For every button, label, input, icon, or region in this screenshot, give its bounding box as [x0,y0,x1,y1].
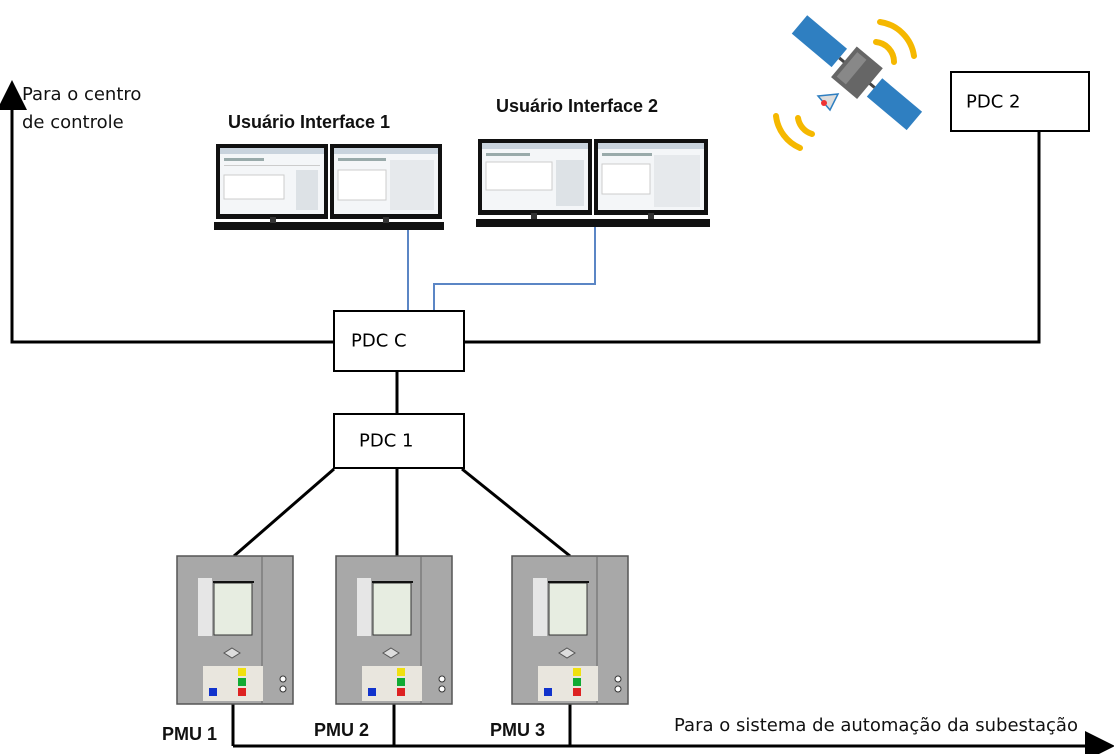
pdc-2-label: PDC 2 [966,91,1021,112]
control-center-label-line-1: Para o centro [22,84,142,105]
pmu-1-label: PMU 1 [162,724,218,744]
monitor-icon [216,144,328,219]
pmu-device-icon [335,555,453,705]
automation-label: Para o sistema de automação da subestaçã… [674,715,1078,736]
link-pdc-1-to-pmu-3 [461,467,571,558]
monitor-icon [594,139,708,215]
monitor-icon [478,139,592,215]
pdc-c-label: PDC C [351,330,407,352]
pmu-device-icon [176,555,294,705]
link-pdc-c-to-control-center [0,80,333,344]
network-link-interface-2 [433,227,596,310]
control-center-label-line-2: de controle [22,112,124,133]
monitor-base-1 [214,222,444,230]
pdc-1-box: PDC 1 [333,413,465,469]
interface-2-label: Usuário Interface 2 [496,96,659,116]
link-pdc-c-to-pdc-2 [465,132,1041,344]
pmu-3-label: PMU 3 [490,720,546,740]
pmu-2-label: PMU 2 [314,720,370,740]
monitor-base-2 [476,219,710,227]
pdc-2-box: PDC 2 [950,71,1090,132]
link-pdc-1-to-pmu-1 [233,467,335,558]
pdc-1-label: PDC 1 [359,430,414,452]
monitor-icon [330,144,442,219]
interface-1-label: Usuário Interface 1 [228,112,391,132]
pmu-device-icon [511,555,629,705]
pdc-c-box: PDC C [333,310,465,372]
satellite-icon [773,15,923,151]
